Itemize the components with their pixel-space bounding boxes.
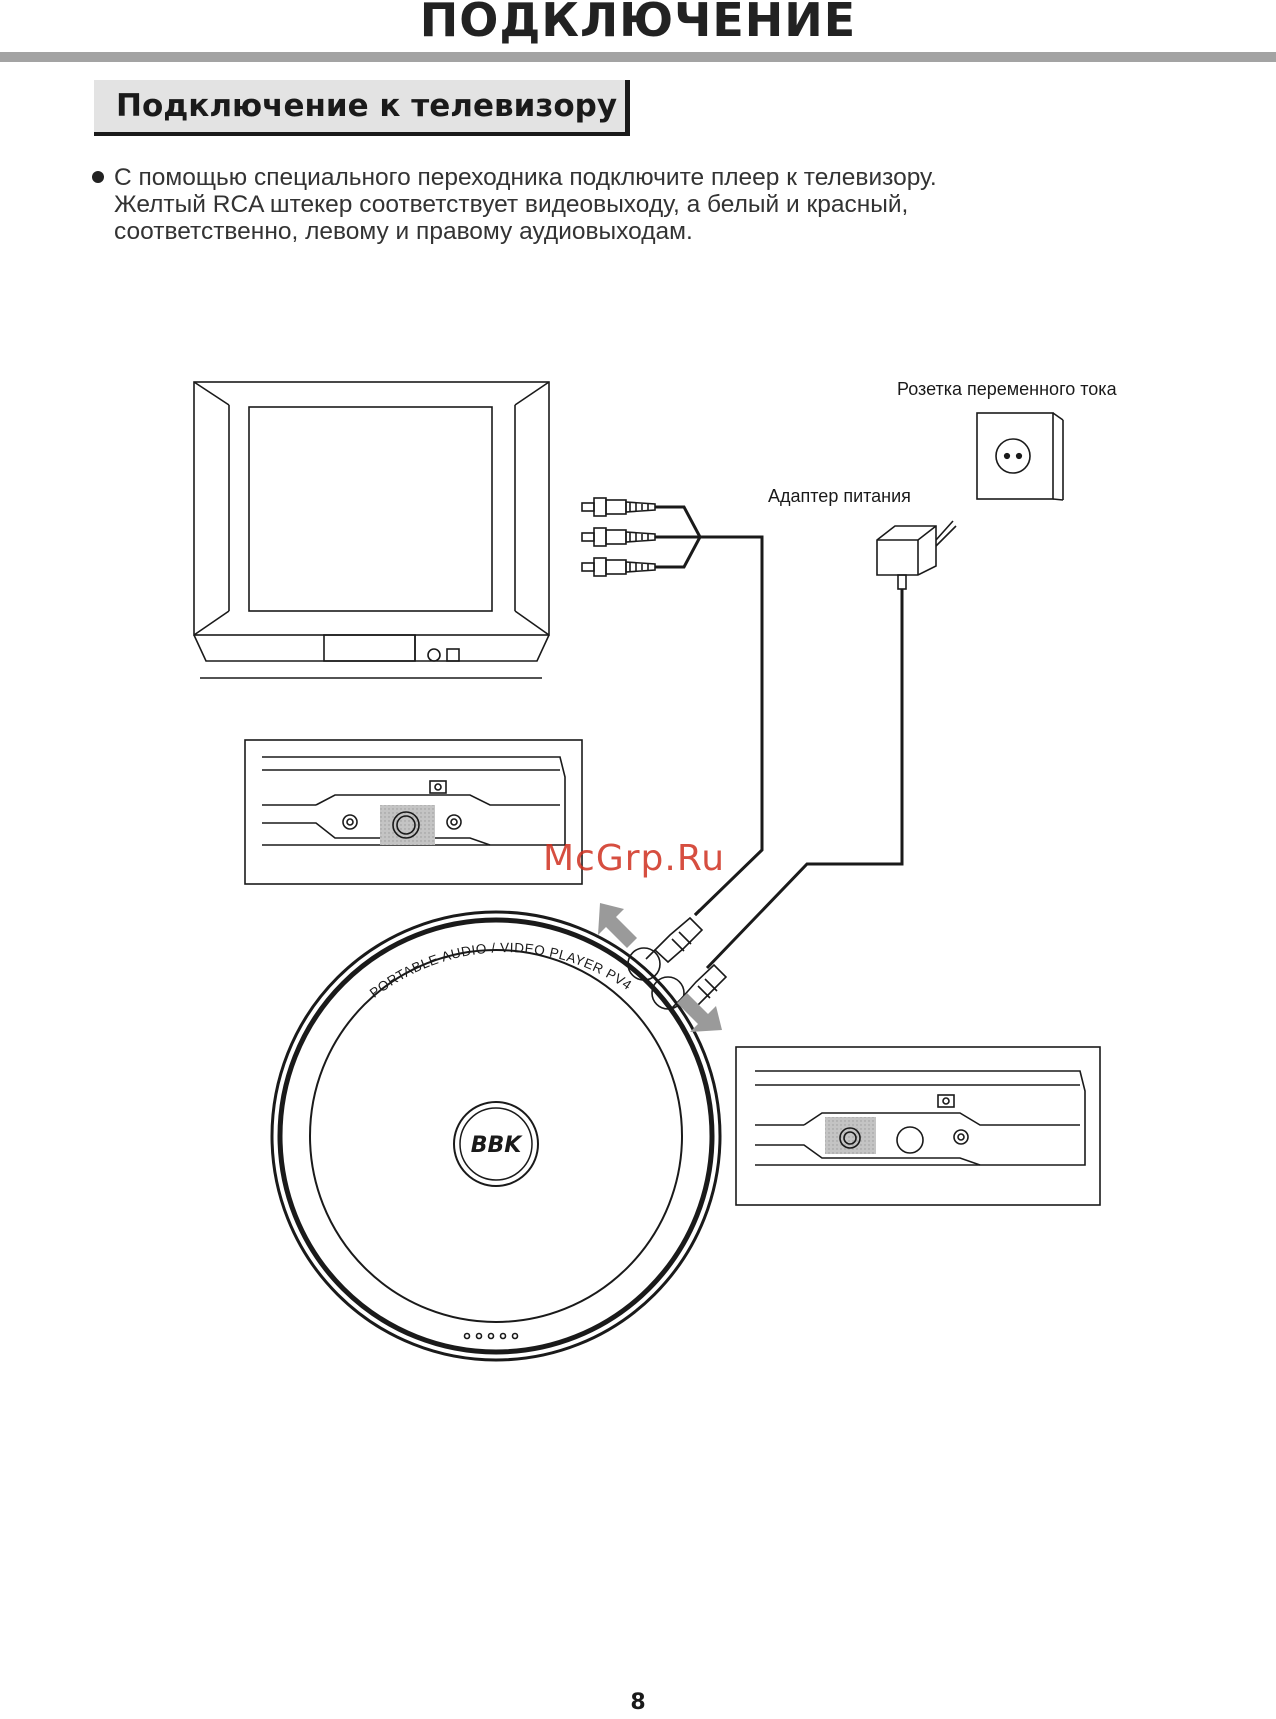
right-jack-closeup [735, 1046, 1101, 1206]
page-number: 8 [630, 1690, 646, 1715]
bullet-icon [92, 171, 104, 183]
rca-plug [581, 527, 656, 547]
power-adapter [705, 520, 957, 970]
portable-player [270, 910, 722, 1362]
direction-arrows [598, 903, 722, 1032]
section-heading-box: Подключение к телевизору [94, 80, 630, 136]
instruction-line: соответственно, левому и правому аудиовы… [114, 218, 693, 245]
section-heading: Подключение к телевизору [116, 88, 618, 124]
watermark: McGrp.Ru [543, 838, 726, 879]
instruction-bullet: С помощью специального переходника подкл… [92, 164, 1212, 245]
title-rule [0, 52, 1276, 62]
instruction-line: Желтый RCA штекер соответствует видеовых… [114, 191, 909, 218]
page-title: ПОДКЛЮЧЕНИЕ [419, 0, 857, 47]
instruction-lines: С помощью специального переходника подкл… [114, 164, 1212, 245]
av-cable [693, 535, 764, 917]
tv-illustration [193, 381, 550, 679]
rca-plug [581, 557, 656, 577]
arrow-up-left-icon [598, 903, 637, 948]
outlet-label: Розетка переменного тока [897, 379, 1118, 399]
rca-plug [581, 497, 656, 517]
wall-outlet [976, 412, 1064, 501]
arrow-down-right-icon [677, 993, 722, 1032]
left-jack-closeup [244, 739, 583, 885]
player-ring-label: PORTABLE AUDIO / VIDEO PLAYER PV400S [0, 0, 635, 1001]
instruction-line: С помощью специального переходника подкл… [114, 164, 937, 191]
adapter-label: Адаптер питания [768, 486, 911, 506]
rca-plugs [581, 497, 702, 577]
bbk-logo: BBK [471, 1133, 524, 1158]
